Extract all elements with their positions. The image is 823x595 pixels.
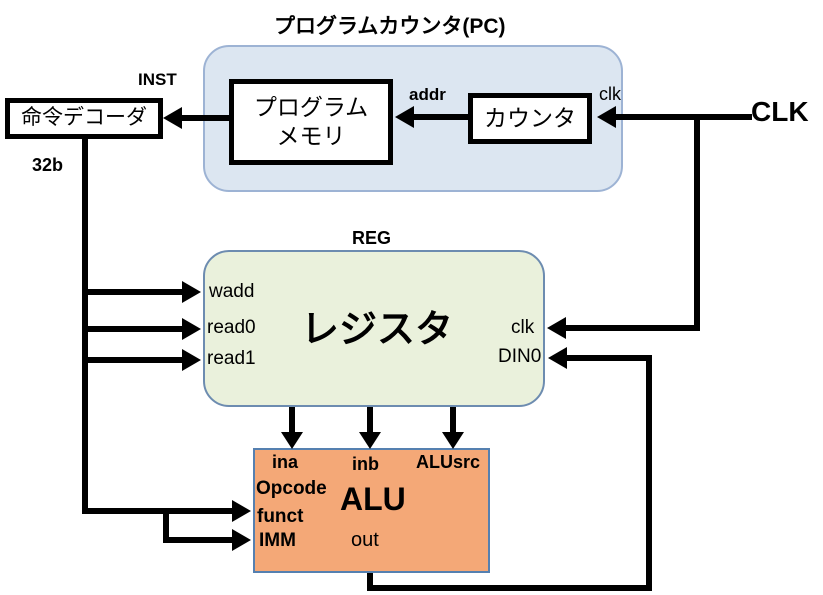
- wire-din0-arrowhead: [548, 347, 567, 369]
- wire-reg-to-alusrc: [450, 407, 456, 433]
- program-memory-label-line2: メモリ: [276, 123, 346, 149]
- pc-group-title: プログラムカウンタ(PC): [274, 15, 506, 38]
- wire-feedback-bottom: [367, 585, 652, 591]
- wire-clk-main: [611, 114, 752, 120]
- instruction-decoder-box: 命令デコーダ: [5, 98, 163, 139]
- wire-reg-to-ina: [289, 407, 295, 433]
- wire-read1-arrowhead: [182, 349, 201, 371]
- wire-imm: [163, 537, 232, 543]
- register-file-container: [203, 250, 545, 407]
- counter-label: カウンタ: [484, 105, 576, 132]
- inst-signal-label: INST: [138, 70, 177, 89]
- wire-wadd-arrowhead: [182, 281, 201, 303]
- wire-clk-branch-vertical: [694, 114, 700, 328]
- wire-reg-to-alusrc-arrowhead: [442, 432, 464, 449]
- wire-inst-arrowhead: [163, 107, 182, 129]
- wire-alu-out-vertical: [367, 573, 373, 591]
- clk-source-label: CLK: [751, 96, 809, 127]
- wire-funct-arrowhead: [232, 500, 251, 522]
- reg-read1-port-label: read1: [207, 348, 256, 369]
- alu-ina-port-label: ina: [272, 452, 299, 472]
- wire-funct: [82, 508, 232, 514]
- alu-funct-port-label: funct: [257, 506, 304, 527]
- wire-wadd: [85, 289, 182, 295]
- wire-clk-to-reg-arrowhead: [547, 317, 566, 339]
- wire-imm-arrowhead: [232, 529, 251, 551]
- wire-addr-arrowhead: [395, 106, 414, 128]
- reg-clk-port-label: clk: [511, 317, 535, 338]
- reg-read0-port-label: read0: [207, 317, 256, 338]
- register-file-label: レジスタ: [301, 309, 454, 351]
- reg-wadd-port-label: wadd: [209, 281, 255, 302]
- reg-din0-port-label: DIN0: [498, 346, 542, 367]
- counter-box: カウンタ: [468, 93, 592, 144]
- alu-inb-port-label: inb: [352, 454, 379, 474]
- alu-opcode-port-label: Opcode: [256, 478, 327, 499]
- program-memory-box: プログラム メモリ: [229, 79, 393, 165]
- program-memory-label-line1: プログラム: [253, 94, 369, 121]
- reg-group-title: REG: [352, 228, 392, 248]
- wire-read0-arrowhead: [182, 318, 201, 340]
- wire-reg-to-ina-arrowhead: [281, 432, 303, 449]
- wire-reg-to-inb: [367, 407, 373, 433]
- alu-imm-port-label: IMM: [259, 530, 296, 551]
- instruction-decoder-label: 命令デコーダ: [21, 106, 147, 130]
- wire-inst: [177, 115, 229, 121]
- wire-clk-to-reg: [561, 325, 700, 331]
- wire-din0: [562, 355, 652, 361]
- wire-addr: [409, 114, 468, 120]
- alu-out-port-label: out: [351, 529, 379, 551]
- wire-read0: [85, 326, 182, 332]
- wire-clk-main-arrowhead: [597, 106, 616, 128]
- wire-feedback-vertical: [646, 355, 652, 591]
- alu-box: [253, 448, 490, 573]
- alu-alusrc-port-label: ALUsrc: [416, 452, 481, 472]
- wire-read1: [85, 357, 182, 363]
- alu-label: ALU: [340, 481, 406, 517]
- addr-signal-label: addr: [409, 85, 446, 104]
- bus-width-label: 32b: [32, 155, 64, 175]
- counter-clk-port-label: clk: [599, 84, 621, 104]
- wire-imm-branch-vertical: [163, 508, 169, 543]
- wire-reg-to-inb-arrowhead: [359, 432, 381, 449]
